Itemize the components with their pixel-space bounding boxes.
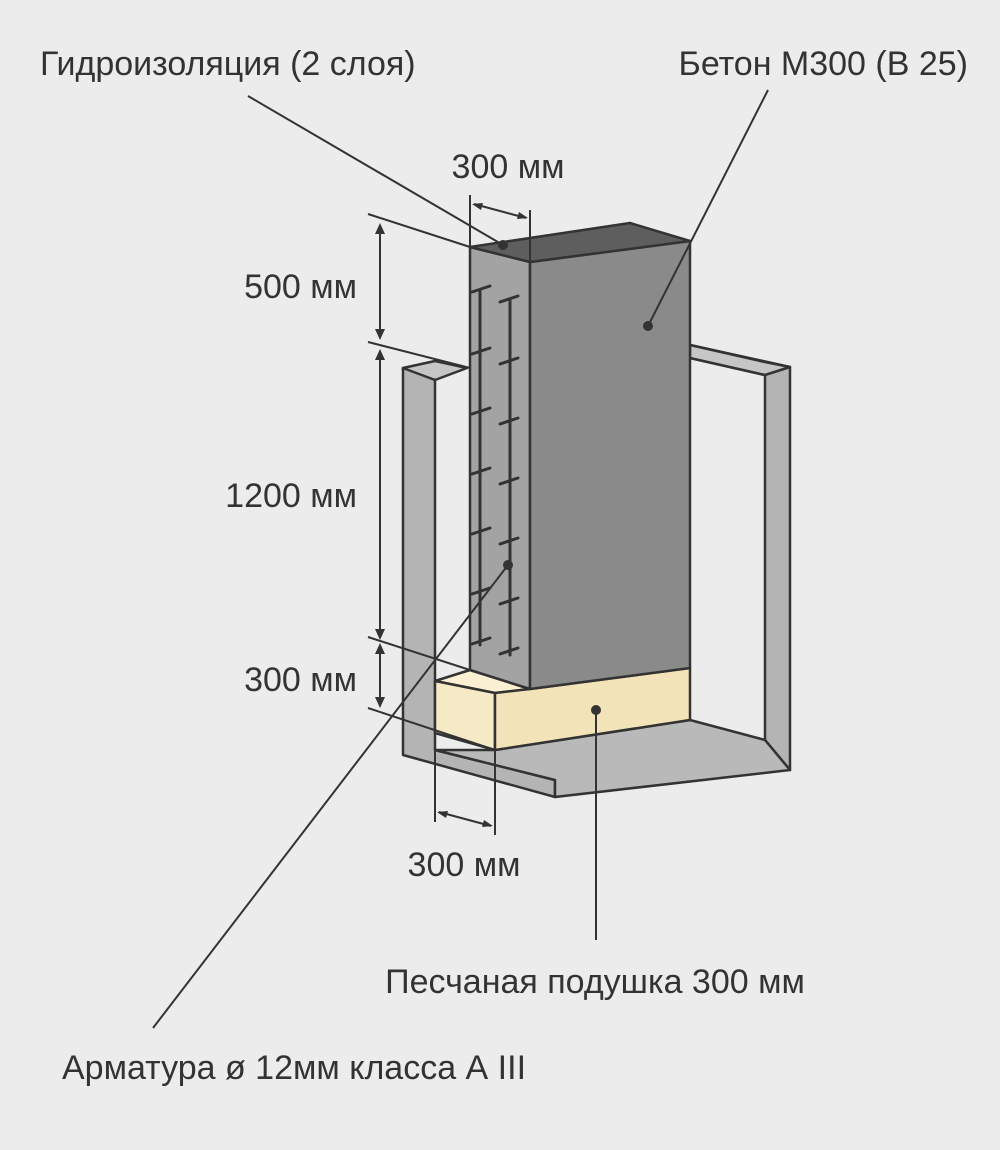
- dim-top-width-line: [473, 203, 527, 219]
- rebar-tie: [470, 466, 492, 476]
- rebar-cage: [470, 284, 520, 657]
- arrow: [375, 697, 385, 708]
- pit-back-wall: [688, 343, 792, 772]
- rebar-leader: [152, 564, 509, 1029]
- concrete-pillar: [468, 221, 692, 691]
- rebar-tie: [470, 586, 492, 596]
- arrow: [375, 223, 385, 234]
- rebar-tie: [498, 536, 520, 546]
- rebar-tie: [498, 476, 520, 486]
- dim-ext-sand-top: [367, 636, 471, 671]
- pillar-front-face: [528, 239, 692, 691]
- dimension-lines: [367, 195, 531, 835]
- dim-ext-sand-bottom: [367, 707, 496, 751]
- rebar-label: Арматура ø 12мм класса А III: [62, 1049, 526, 1087]
- sand-height-label: 300 мм: [244, 661, 357, 699]
- arrow: [482, 820, 493, 827]
- waterproofing-leader: [247, 95, 504, 246]
- dim-ext-top: [367, 213, 471, 248]
- arrow: [375, 629, 385, 640]
- waterproofing-label: Гидроизоляция (2 слоя): [40, 45, 416, 83]
- sand-dot: [591, 705, 601, 715]
- rebar-tie: [498, 416, 520, 426]
- arrow: [517, 212, 528, 219]
- dimension-arrows: [375, 203, 528, 827]
- arrow: [375, 643, 385, 654]
- dim-bottom-width-line: [438, 811, 492, 827]
- concrete-leader: [647, 89, 769, 327]
- rebar-tie: [470, 284, 492, 294]
- concrete-label: Бетон М300 (В 25): [679, 45, 969, 83]
- rebar-tie: [470, 346, 492, 356]
- rebar-tie: [498, 596, 520, 606]
- rebar-tie: [498, 356, 520, 366]
- leader-dots: [498, 240, 653, 715]
- rebar-dot: [503, 560, 513, 570]
- bottom-width-label: 300 мм: [408, 846, 521, 884]
- pit: [401, 343, 792, 799]
- dim-ext-ground: [367, 341, 471, 369]
- arrow: [375, 329, 385, 340]
- rebar-tie: [470, 406, 492, 416]
- pillar-top-face: [468, 221, 692, 264]
- rebar-tie: [470, 526, 492, 536]
- arrow: [472, 203, 483, 210]
- above-ground-label: 500 мм: [244, 268, 357, 306]
- depth-label: 1200 мм: [225, 477, 357, 515]
- pit-wall-right-rim: [688, 343, 792, 377]
- rebar-tie: [498, 646, 520, 656]
- leader-lines: [152, 89, 769, 1029]
- waterproofing-dot: [498, 240, 508, 250]
- concrete-dot: [643, 321, 653, 331]
- arrow: [437, 811, 448, 818]
- sand-cushion-label: Песчаная подушка 300 мм: [385, 963, 805, 1001]
- top-width-label: 300 мм: [452, 148, 565, 186]
- rebar-tie: [470, 636, 492, 646]
- rebar-tie: [498, 294, 520, 304]
- arrow: [375, 349, 385, 360]
